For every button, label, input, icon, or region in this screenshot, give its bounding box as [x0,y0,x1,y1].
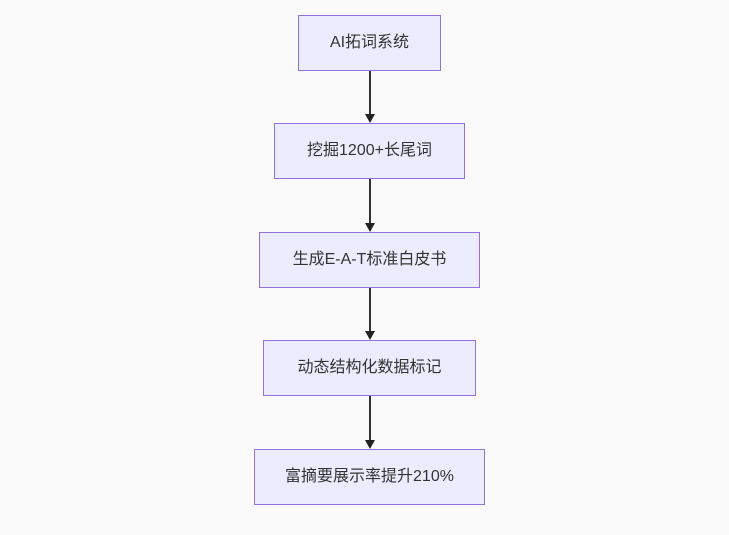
edge-line [369,179,371,223]
flowchart-edge-b-c [365,179,375,232]
node-label: AI拓词系统 [329,34,410,52]
flowchart-node-mine-longtail-keywords: 挖掘1200+长尾词 [274,123,465,179]
node-label: 挖掘1200+长尾词 [307,142,432,160]
edge-line [369,396,371,440]
node-label: 富摘要展示率提升210% [285,468,454,486]
arrowhead-down-icon [365,223,375,232]
flowchart-node-dynamic-structured-data-markup: 动态结构化数据标记 [263,340,476,396]
edge-line [369,288,371,331]
arrowhead-down-icon [365,114,375,123]
flowchart-node-ai-word-expansion-system: AI拓词系统 [298,15,441,71]
node-label: 动态结构化数据标记 [297,359,442,377]
node-label: 生成E-A-T标准白皮书 [292,251,447,269]
flowchart-edge-d-e [365,396,375,449]
arrowhead-down-icon [365,440,375,449]
edge-line [369,71,371,114]
flowchart-node-generate-eat-whitepaper: 生成E-A-T标准白皮书 [259,232,480,288]
flowchart-edge-c-d [365,288,375,340]
flowchart-edge-a-b [365,71,375,123]
flowchart-node-rich-snippet-rate-increase: 富摘要展示率提升210% [254,449,485,505]
arrowhead-down-icon [365,331,375,340]
